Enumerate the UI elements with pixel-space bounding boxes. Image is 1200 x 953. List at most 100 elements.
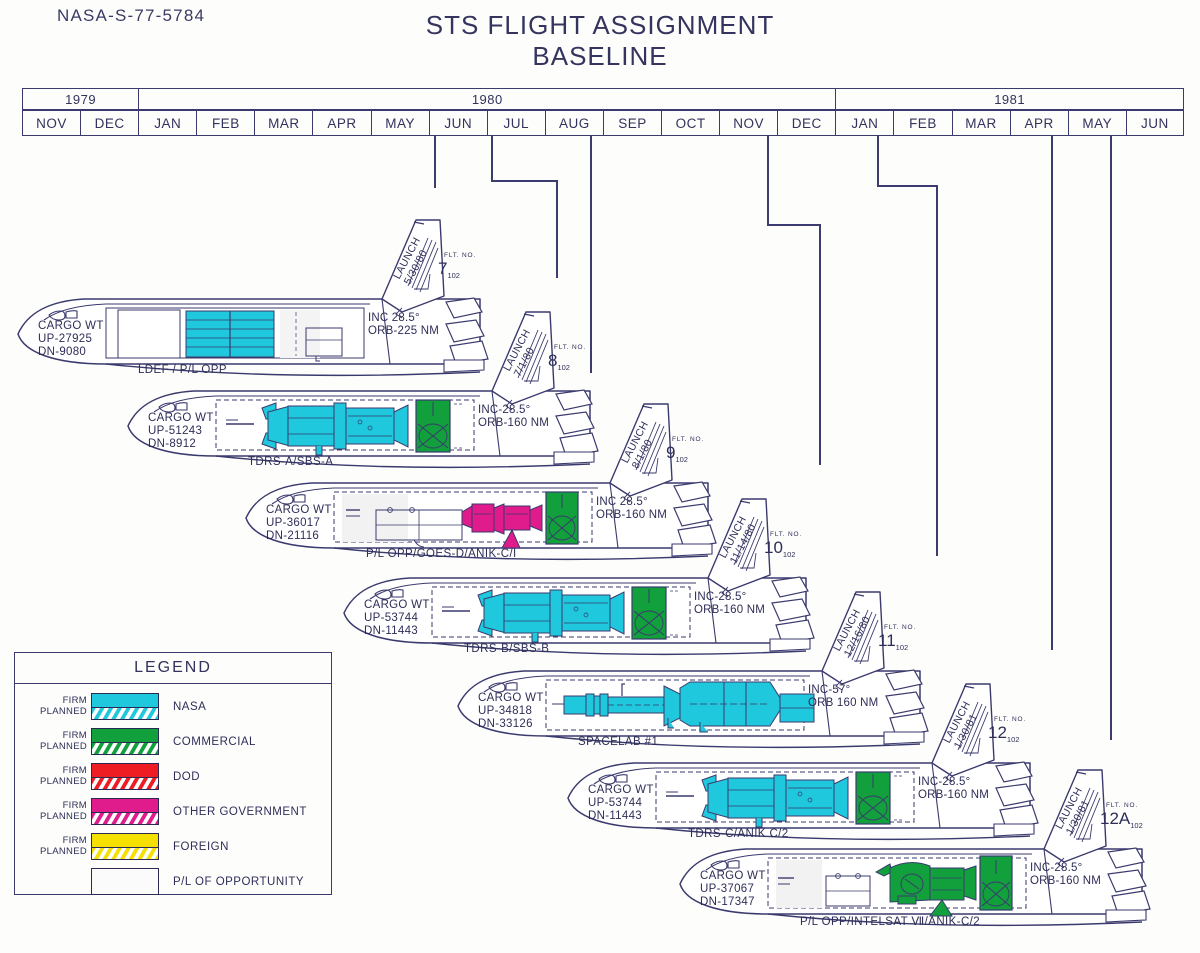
title-line-1: STS FLIGHT ASSIGNMENT — [425, 10, 775, 40]
flight-number-flight-7: FLT. NO.7102 — [438, 252, 476, 280]
connector-flight-9-v1 — [590, 136, 592, 373]
cargo-wt-caption: CARGO WT — [700, 870, 766, 882]
flight-number-flight-12A: FLT. NO.12A102 — [1100, 802, 1143, 830]
connector-flight-7-v1 — [434, 136, 436, 188]
sts-flight-assignment-chart: NASA-S-77-5784 STS FLIGHT ASSIGNMENT BAS… — [0, 6, 1200, 928]
orbiter-vehicle-number: 102 — [557, 363, 570, 373]
legend-firm-text: FIRM — [62, 695, 87, 706]
cargo-wt-dn: DN-11443 — [364, 624, 418, 637]
flight-number-flight-11: FLT. NO.11102 — [878, 624, 916, 652]
legend-firm-text: FIRM — [62, 730, 87, 741]
timeline-month-10-SEP: SEP — [602, 110, 662, 136]
timeline-month-7-JUN: JUN — [428, 110, 487, 136]
orbit-params-flight-8: INC-28.5°ORB-160 NM — [478, 404, 549, 430]
inclination-flight-12A: INC-28.5° — [1030, 862, 1083, 874]
orbit-params-flight-12A: INC-28.5°ORB-160 NM — [1030, 862, 1101, 888]
cargo-wt-caption: CARGO WT — [266, 504, 332, 516]
inclination-flight-8: INC-28.5° — [478, 404, 531, 416]
legend-firm-text: FIRM — [62, 835, 87, 846]
orbit-altitude-flight-7: ORB-225 NM — [368, 325, 440, 337]
payload-label-flight-12A: P/L OPP/INTELSAT Ⅶ/ANIK-C/2 — [800, 916, 981, 928]
inclination-flight-11: INC-57° — [808, 684, 851, 696]
legend-swatch-opportunity — [91, 868, 159, 895]
legend-planned-text: PLANNED — [40, 845, 87, 857]
timeline-month-0-NOV: NOV — [22, 110, 81, 136]
document-id: NASA-S-77-5784 — [57, 6, 206, 25]
inclination-flight-7: INC 28.5° — [368, 312, 420, 324]
cargo-wt-up: UP-37067 — [700, 882, 755, 895]
flight-number-flight-12: FLT. NO.12102 — [988, 716, 1026, 744]
flight-number-flight-8: FLT. NO.8102 — [548, 344, 586, 372]
inclination-flight-9: INC 28.5° — [596, 496, 648, 508]
legend-swatch-foreign — [91, 833, 159, 860]
legend-firm-text: FIRM — [62, 800, 87, 811]
cargo-wt-caption: CARGO WT — [364, 599, 430, 611]
cargo-wt-caption: CARGO WT — [478, 692, 544, 704]
timeline-month-4-MAR: MAR — [254, 110, 313, 136]
timeline-month-13-DEC: DEC — [777, 110, 836, 136]
legend-planned-text: PLANNED — [40, 810, 87, 822]
legend-label-commercial: COMMERCIAL — [173, 735, 256, 748]
payload-label-flight-10: TDRS-B/SBS-B — [464, 643, 550, 655]
timeline-month-5-APR: APR — [312, 110, 371, 136]
orbiter-vehicle-number: 102 — [1006, 735, 1020, 745]
title-line-2: BASELINE — [532, 41, 668, 71]
orbiter-vehicle-number: 102 — [782, 550, 796, 560]
flight-number-caption: FLT. NO. — [554, 344, 586, 351]
timeline-month-17-APR: APR — [1009, 110, 1068, 136]
timeline-month-6-MAY: MAY — [370, 110, 429, 136]
page-title: STS FLIGHT ASSIGNMENT BASELINE — [0, 10, 1200, 72]
flight-number-value: 10 — [764, 538, 783, 557]
legend-label-other-government: OTHER GOVERNMENT — [173, 805, 307, 818]
legend-swatch-nasa — [91, 693, 159, 720]
connector-flight-10-v1 — [767, 136, 769, 225]
connector-flight-11-v3 — [936, 185, 938, 556]
legend-planned-text: PLANNED — [40, 705, 87, 717]
orbit-params-flight-12: INC-28.5°ORB-160 NM — [918, 776, 989, 802]
connector-flight-8-v2 — [556, 180, 558, 278]
orbit-altitude-flight-11: ORB 160 NM — [808, 697, 879, 709]
timeline-month-1-DEC: DEC — [80, 110, 139, 136]
cargo-wt-up: UP-36017 — [266, 516, 321, 529]
orbit-params-flight-7: INC 28.5°ORB-225 NM — [368, 312, 439, 338]
flight-number-value: 12 — [988, 723, 1007, 742]
timeline-month-8-JUL: JUL — [486, 110, 545, 136]
flight-number-flight-10: FLT. NO.10102 — [764, 531, 802, 559]
orbit-altitude-flight-9: ORB-160 NM — [596, 509, 668, 521]
flight-number-value: 12A — [1100, 809, 1131, 828]
connector-flight-12-v1 — [1051, 136, 1053, 650]
orbit-altitude-flight-10: ORB-160 NM — [694, 604, 766, 616]
orbit-params-flight-9: INC 28.5°ORB-160 NM — [596, 496, 667, 522]
cargo-wt-up: UP-27925 — [38, 332, 93, 345]
flight-number-value: 8 — [548, 351, 558, 370]
inclination-flight-12: INC-28.5° — [918, 776, 971, 788]
timeline-month-16-MAR: MAR — [951, 110, 1010, 136]
cargo-wt-dn: DN-9080 — [38, 345, 87, 358]
cargo-wt-up: UP-34818 — [478, 704, 533, 717]
timeline-month-18-MAY: MAY — [1067, 110, 1126, 136]
flight-number-caption: FLT. NO. — [1106, 802, 1138, 809]
flight-number-value: 9 — [666, 443, 676, 462]
flight-number-flight-9: FLT. NO.9102 — [666, 436, 704, 464]
flight-number-caption: FLT. NO. — [672, 436, 704, 443]
timeline-year-1981: 1981 — [835, 88, 1184, 110]
orbit-params-flight-11: INC-57°ORB 160 NM — [808, 684, 878, 710]
flight-number-caption: FLT. NO. — [444, 252, 476, 259]
legend-label-nasa: NASA — [173, 700, 207, 713]
timeline-month-2-JAN: JAN — [138, 110, 197, 136]
flight-number-caption: FLT. NO. — [884, 624, 916, 631]
